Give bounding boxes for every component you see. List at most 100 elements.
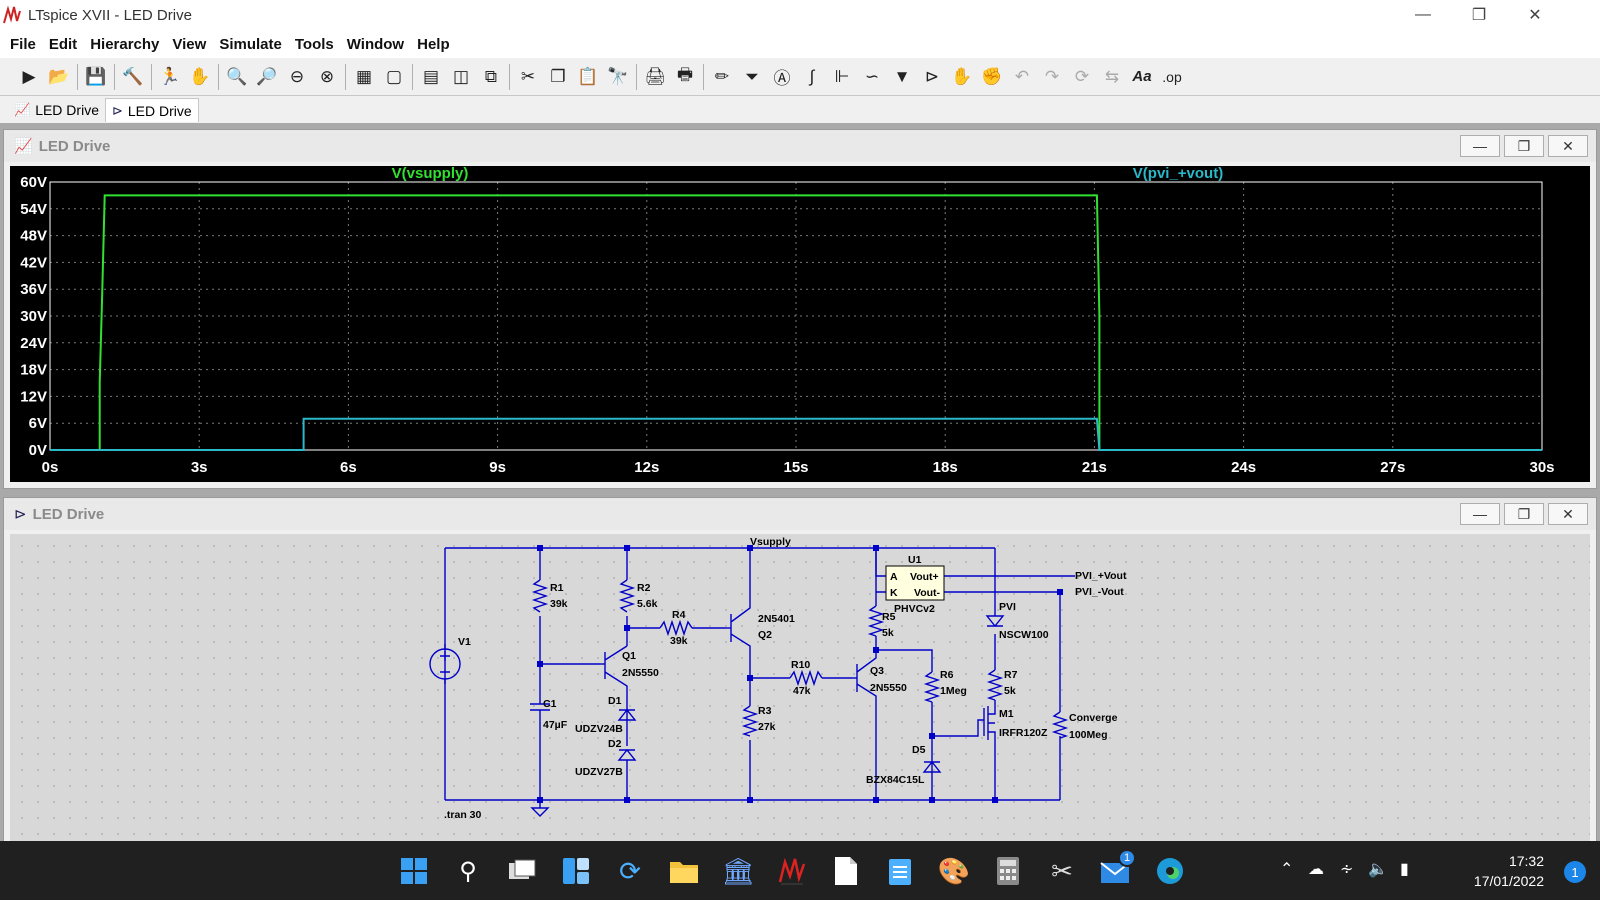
battery-icon[interactable]: ▮ (1400, 861, 1409, 878)
x-tick-label: 0s (42, 459, 59, 476)
windows-start-icon[interactable] (394, 851, 434, 891)
print-icon[interactable]: 🖨 (644, 66, 666, 86)
paint-icon[interactable]: 🎨 (937, 855, 971, 886)
wifi-icon[interactable]: ∻ (1340, 861, 1354, 878)
schematic-icon: ⊳ (111, 102, 123, 118)
inductor-icon[interactable]: ∽ (864, 66, 880, 86)
menu-simulate[interactable]: Simulate (219, 35, 282, 53)
move-icon[interactable]: ✋ (951, 66, 973, 86)
plot-frame (49, 181, 1543, 451)
menu-help[interactable]: Help (417, 35, 450, 53)
x-tick-label: 27s (1380, 459, 1405, 476)
control-panel-icon[interactable]: 🔨 (122, 66, 144, 86)
zoom-out-icon[interactable]: ⊖ (289, 66, 305, 86)
menu-edit[interactable]: Edit (48, 35, 78, 53)
autorange-y-icon[interactable]: ▢ (385, 66, 403, 86)
search-icon[interactable]: ⚲ (459, 857, 477, 885)
mail-icon[interactable]: 1 (1096, 849, 1136, 891)
taskbar: ⚲ ⟳ 🏛 🎨 ✂ 1 ⌃ ☁ ∻ 🔈 ▮ 17:32 17/01/2022 1 (0, 841, 1600, 900)
print-setup-icon[interactable]: 🖶 (676, 65, 694, 84)
label-net-icon[interactable]: Ⓐ (773, 69, 791, 88)
chevron-up-icon[interactable]: ⌃ (1280, 861, 1294, 878)
menu-view[interactable]: View (172, 35, 207, 53)
store-sync-icon[interactable]: ⟳ (619, 855, 641, 886)
component-icon[interactable]: ⊳ (924, 66, 940, 86)
capacitor-icon[interactable]: ⊩ (834, 66, 850, 86)
r5-ref: R5 (882, 611, 896, 623)
mirror-icon[interactable]: ⇆ (1104, 66, 1120, 86)
copy-icon[interactable]: ❐ (550, 66, 566, 86)
zoom-fit-icon[interactable]: ⊗ (319, 66, 335, 86)
restore-button[interactable]: ❐ (1471, 7, 1487, 24)
menu-hierarchy[interactable]: Hierarchy (90, 35, 160, 53)
text-icon[interactable]: Aa (1132, 68, 1152, 85)
r10-ref: R10 (791, 659, 810, 671)
waveform-minimize-button[interactable]: — (1460, 135, 1500, 157)
run-halt-icon[interactable]: 🏃 (159, 66, 181, 86)
spice-directive-icon[interactable]: .op (1162, 68, 1182, 85)
pvi-ref: PVI (999, 601, 1016, 613)
notepad-icon[interactable] (880, 851, 920, 891)
pvi-value: NSCW100 (999, 629, 1049, 641)
pan-icon[interactable]: ✋ (189, 66, 211, 86)
drag-icon[interactable]: ✊ (981, 66, 1003, 86)
calculator-icon[interactable] (988, 851, 1028, 891)
m1-value: IRFR120Z (999, 727, 1048, 739)
schematic-close-button[interactable]: ✕ (1548, 503, 1588, 525)
schematic-maximize-button[interactable]: ❐ (1504, 503, 1544, 525)
d1-ref: D1 (608, 695, 622, 707)
save-icon[interactable]: 💾 (85, 66, 107, 86)
tile-vertical-icon[interactable]: ◫ (452, 66, 470, 86)
x-tick-label: 24s (1231, 459, 1256, 476)
system-clock[interactable]: 17:32 17/01/2022 (1474, 851, 1544, 891)
close-button[interactable]: ✕ (1528, 7, 1542, 24)
schematic-minimize-button[interactable]: — (1460, 503, 1500, 525)
zoom-in-icon[interactable]: 🔍 (226, 66, 248, 86)
autorange-icon[interactable]: ▦ (355, 66, 373, 86)
open-icon[interactable]: 📂 (48, 66, 70, 86)
file-explorer-icon[interactable] (664, 851, 704, 891)
spice-directive[interactable]: .tran 30 (444, 809, 482, 821)
r6-ref: R6 (940, 669, 954, 681)
notification-badge[interactable]: 1 (1564, 861, 1586, 883)
snipping-tool-icon[interactable]: ✂ (1051, 855, 1073, 886)
ground-icon[interactable]: ⏷ (745, 66, 759, 86)
resistor-icon[interactable]: ∫ (809, 66, 815, 86)
undo-icon[interactable]: ↶ (1014, 66, 1030, 86)
redo-icon[interactable]: ↷ (1044, 66, 1060, 86)
paste-icon[interactable]: 📋 (577, 66, 599, 86)
tab-waveform[interactable]: 📈 LED Drive (8, 98, 105, 122)
edge-icon[interactable] (1150, 851, 1190, 891)
tab-schematic[interactable]: ⊳ LED Drive (104, 98, 199, 122)
waveform-maximize-button[interactable]: ❐ (1504, 135, 1544, 157)
menu-tools[interactable]: Tools (294, 35, 334, 53)
task-view-icon[interactable] (502, 851, 542, 891)
bank-icon[interactable]: 🏛 (721, 855, 755, 886)
cascade-icon[interactable]: ⧉ (484, 66, 498, 86)
minimize-button[interactable]: — (1415, 6, 1431, 23)
menu-window[interactable]: Window (346, 35, 405, 53)
window-title: LTspice XVII - LED Drive (28, 6, 192, 24)
onedrive-icon[interactable]: ☁ (1308, 861, 1324, 878)
diode-icon[interactable]: ▼ (893, 66, 911, 86)
u1-block[interactable] (885, 565, 945, 601)
zoom-area-icon[interactable]: 🔎 (256, 66, 278, 86)
cut-icon[interactable]: ✂ (520, 66, 536, 86)
waveform-close-button[interactable]: ✕ (1548, 135, 1588, 157)
menu-file[interactable]: File (10, 35, 36, 53)
wire-icon[interactable]: ✏ (714, 66, 730, 86)
schematic-drawing[interactable]: Vsupply PVI_+Vout PVI_-Vout V1 R1 39k R2… (10, 534, 1590, 846)
schematic-canvas[interactable]: Vsupply PVI_+Vout PVI_-Vout V1 R1 39k R2… (10, 534, 1590, 846)
widgets-icon[interactable] (556, 851, 596, 891)
ltspice-icon[interactable] (772, 851, 812, 891)
tile-horizontal-icon[interactable]: ▤ (422, 66, 440, 86)
document-icon[interactable] (826, 851, 866, 891)
rotate-icon[interactable]: ⟳ (1074, 66, 1090, 86)
volume-icon[interactable]: 🔈 (1368, 861, 1388, 878)
find-icon[interactable]: 🔭 (607, 66, 629, 86)
ltspice-app-icon (3, 5, 21, 24)
run-icon[interactable]: ▶ (22, 66, 36, 86)
